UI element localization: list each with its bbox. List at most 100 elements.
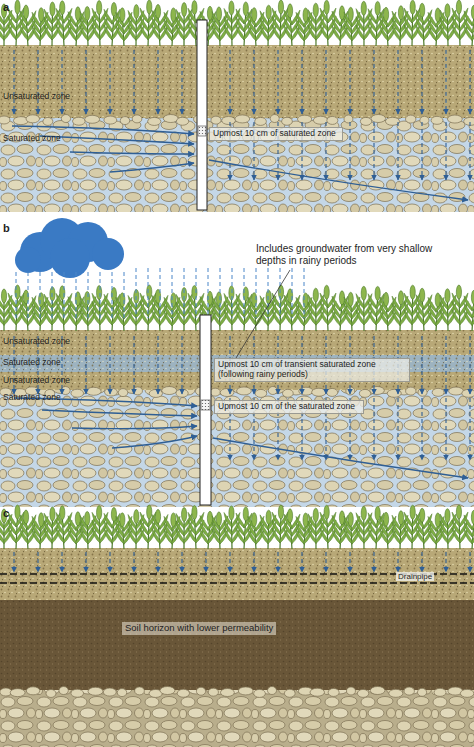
infiltration-arrow — [301, 50, 302, 114]
plant-ear — [15, 505, 20, 519]
plant-leaf — [428, 516, 436, 531]
plant-ear — [313, 288, 318, 302]
plant-ear — [134, 5, 139, 19]
boundary-stones — [0, 387, 474, 398]
stone — [312, 388, 326, 396]
plant-ear — [435, 293, 440, 307]
plant-ear — [456, 505, 461, 519]
plant-ear — [75, 7, 80, 21]
rain-streak — [112, 272, 113, 318]
soil-layer — [0, 118, 474, 212]
plant-ear — [313, 508, 318, 522]
infiltration-arrow — [277, 552, 278, 572]
stone — [385, 117, 399, 125]
annotation-box: Upmost 10 cm of saturated zone — [209, 127, 343, 141]
infiltration-arrow — [325, 552, 326, 572]
rain-streak — [172, 268, 173, 318]
infiltration-arrow — [421, 50, 422, 114]
stone — [160, 687, 175, 695]
plant-ear — [229, 1, 234, 15]
crop-plants — [0, 285, 474, 331]
plant-ear — [147, 505, 152, 519]
plant-ear — [60, 1, 65, 15]
leader-line — [236, 270, 290, 358]
plant-ear — [471, 510, 474, 524]
plant-ear — [339, 6, 344, 20]
infiltration-arrow — [181, 50, 182, 114]
plant-ear — [339, 291, 344, 305]
stone — [255, 389, 267, 397]
crop-plant — [176, 288, 192, 331]
plant-leaf — [368, 9, 376, 24]
stone — [132, 115, 142, 123]
plant-ear — [383, 292, 388, 306]
plant-ear — [287, 4, 292, 18]
infiltration-arrow — [133, 552, 134, 572]
stone — [59, 687, 68, 695]
plant-ear — [361, 1, 366, 15]
stone — [85, 115, 100, 123]
stone — [389, 689, 403, 697]
plant-ear — [303, 8, 308, 22]
plant-ear — [155, 509, 160, 523]
stone — [284, 689, 295, 697]
plant-leaf — [104, 513, 112, 528]
stone — [26, 115, 40, 123]
stone — [327, 388, 338, 396]
infiltration-arrow — [421, 552, 422, 572]
soil-layer — [0, 690, 474, 747]
infiltration-arrows — [14, 552, 470, 572]
soil-zone-band: Unsaturated zone — [0, 372, 474, 390]
infiltration-arrow — [445, 336, 446, 394]
stone — [462, 389, 474, 397]
stone — [103, 688, 116, 696]
stone — [208, 688, 218, 696]
plant-ear — [456, 0, 461, 14]
stone — [135, 687, 145, 695]
plant-ear — [324, 285, 329, 299]
soil-layer — [0, 45, 474, 118]
soil-layer — [0, 548, 474, 600]
part-label: Drainpipe — [396, 572, 434, 581]
annotation-box: Upmost 10 cm of the saturated zone — [214, 400, 364, 414]
plant-leaf — [332, 515, 340, 530]
plant-leaf — [464, 11, 472, 26]
infiltration-arrow — [373, 398, 374, 460]
infiltration-arrow — [397, 122, 398, 180]
plant-ear — [252, 513, 257, 527]
plant-ear — [243, 2, 248, 16]
plant-leaf — [428, 12, 436, 27]
infiltration-arrow — [469, 50, 470, 114]
plant-ear — [420, 288, 425, 302]
plant-leaf — [68, 516, 76, 531]
plant-ear — [50, 2, 55, 16]
infiltration-arrow — [13, 50, 14, 114]
groundwater-flow-arrow — [40, 136, 194, 144]
plant-ear — [303, 513, 308, 527]
stone — [370, 687, 385, 695]
infiltration-arrow — [181, 552, 182, 572]
stone — [328, 688, 339, 696]
rain-streak — [184, 268, 185, 318]
plant-ear — [410, 505, 415, 519]
infiltration-arrow — [397, 552, 398, 572]
infiltration-arrow — [445, 552, 446, 572]
stone — [371, 115, 386, 123]
rain-streak — [256, 268, 257, 318]
infiltration-arrow — [445, 50, 446, 114]
groundwater-flow-arrow — [12, 126, 194, 134]
plant-ear — [23, 5, 28, 19]
stone — [268, 387, 277, 395]
rain-streak — [196, 268, 197, 318]
stone — [406, 387, 416, 395]
soil-layer — [0, 390, 474, 507]
infiltration-arrow — [133, 336, 134, 394]
infiltration-arrow — [61, 50, 62, 114]
plant-leaf — [68, 297, 76, 312]
plant-leaf — [104, 294, 112, 309]
infiltration-arrow — [253, 552, 254, 572]
plant-ear — [97, 286, 102, 300]
soil-layer — [0, 600, 474, 690]
plant-ear — [120, 513, 125, 527]
rain-streak — [292, 268, 293, 318]
